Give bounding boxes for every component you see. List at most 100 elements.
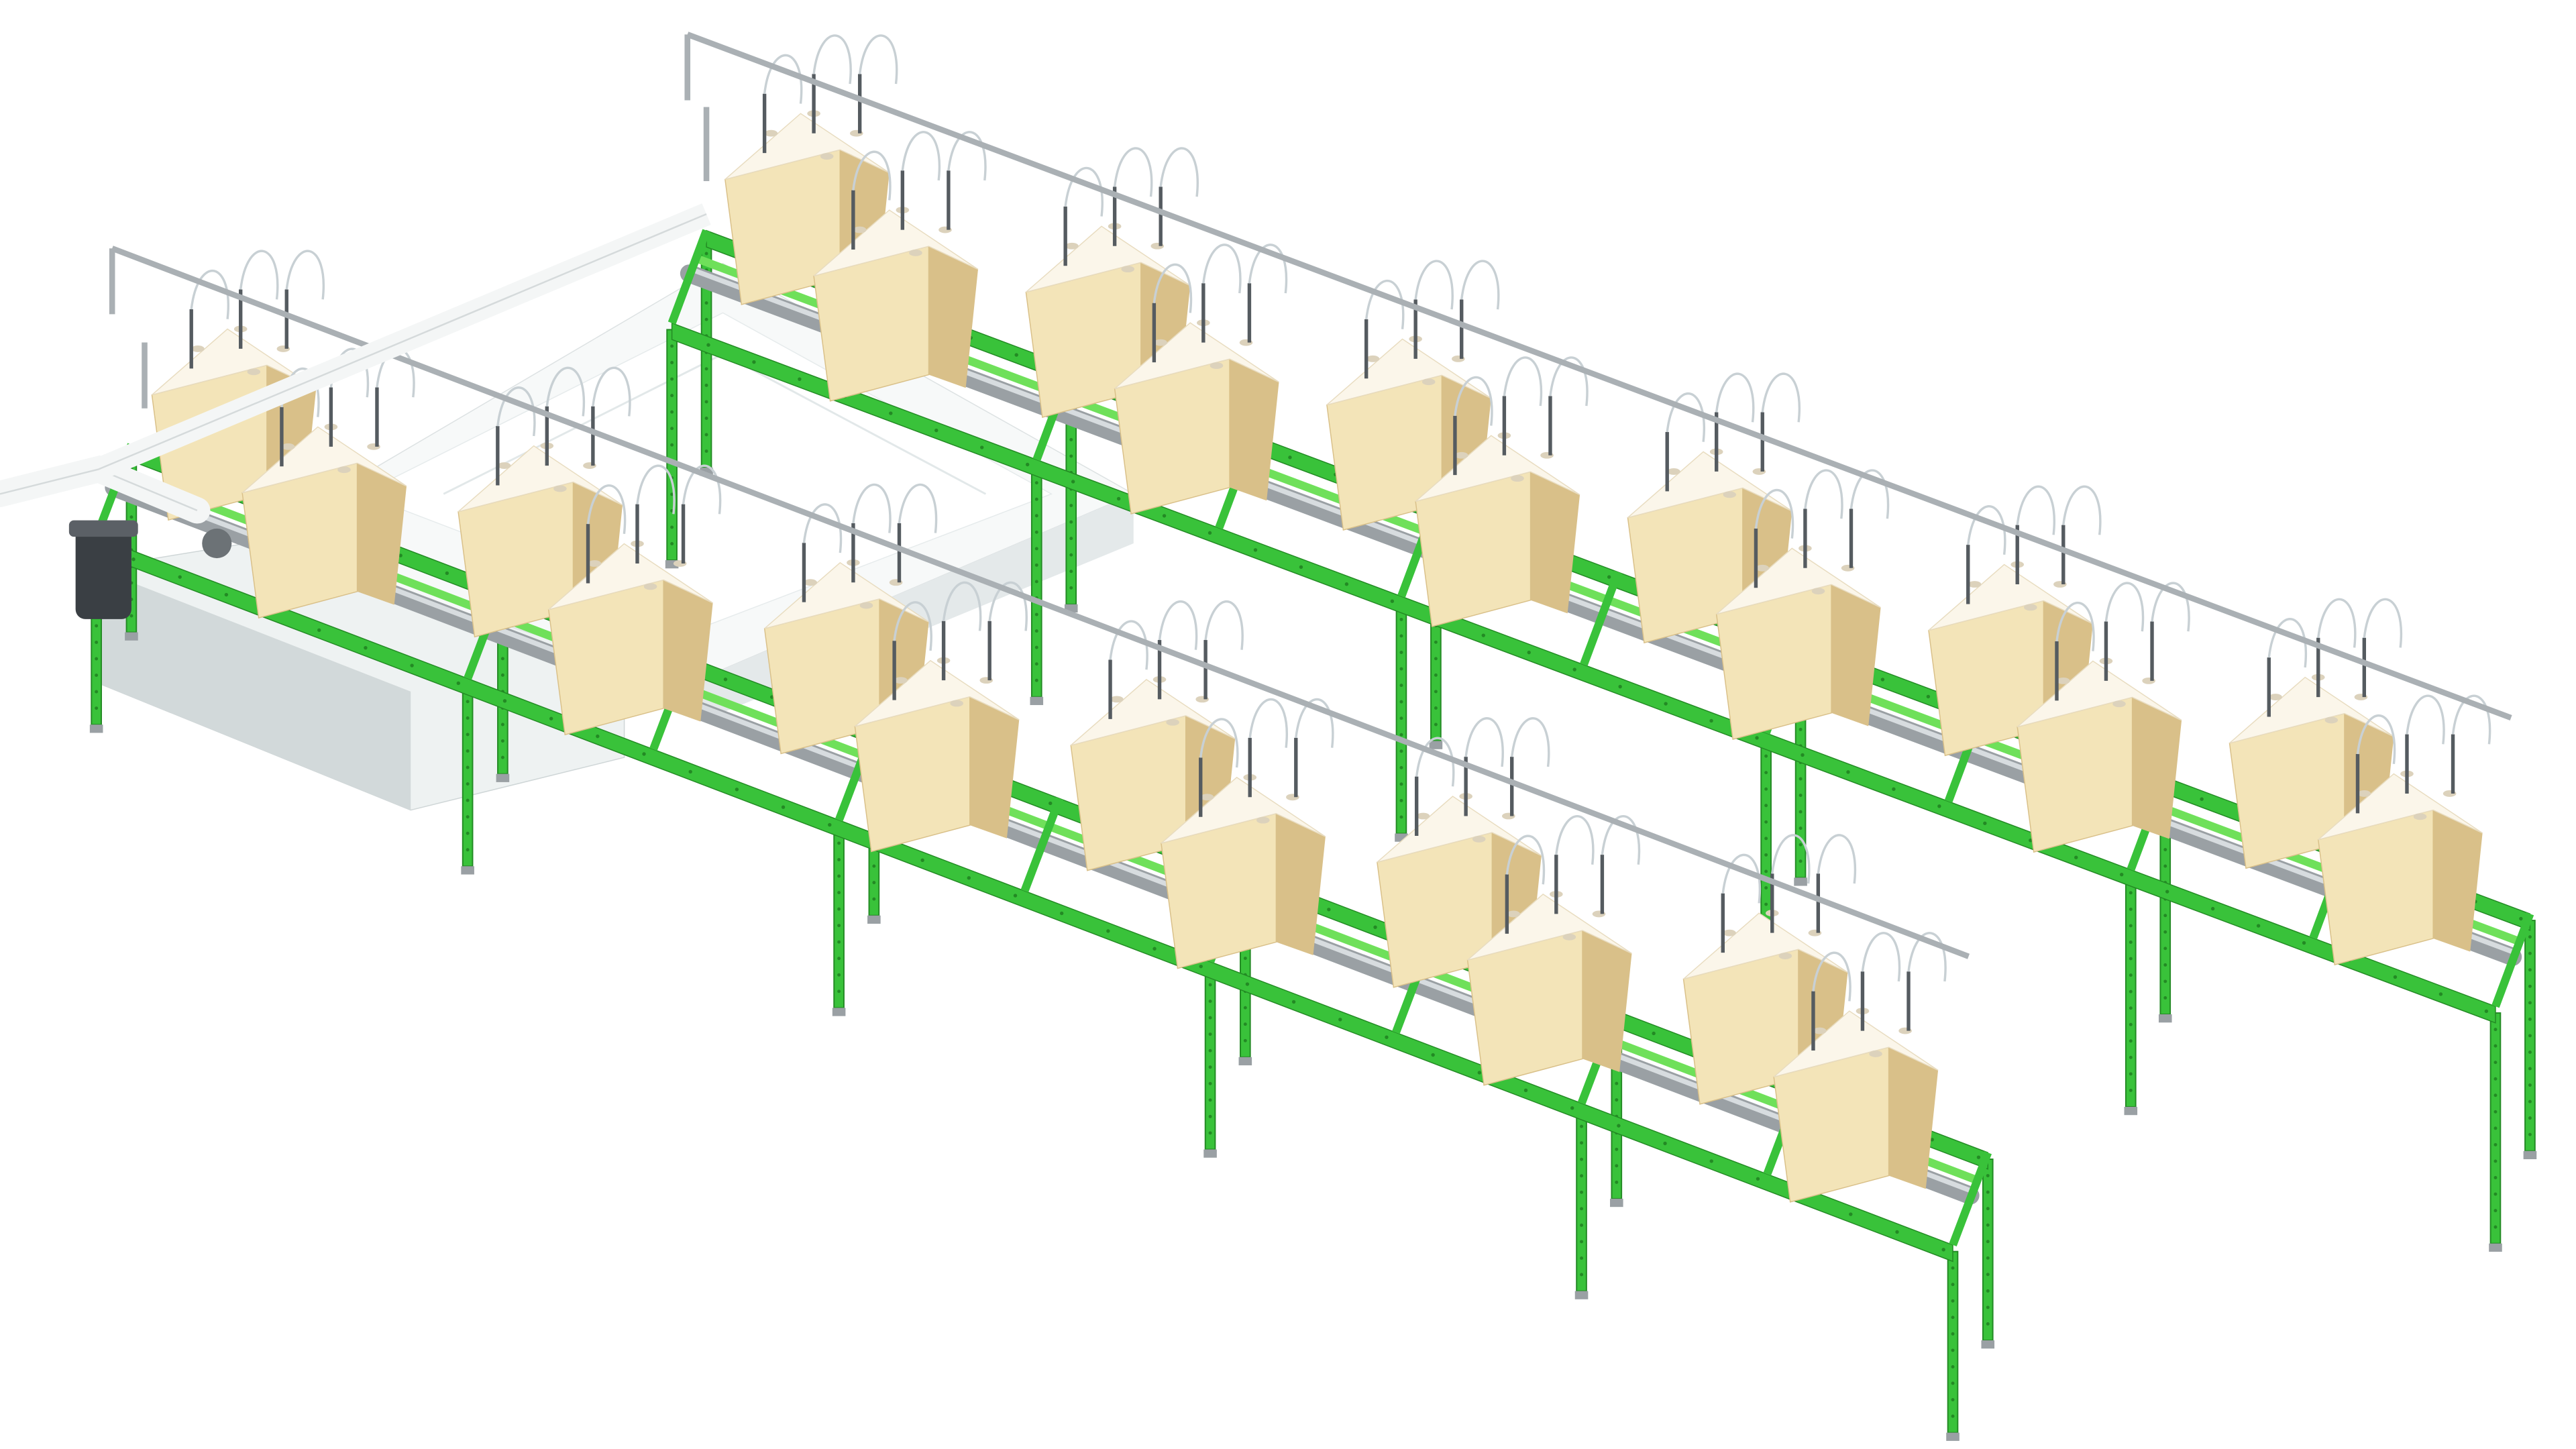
drip-hose [682, 464, 722, 515]
leg-hole [1986, 1273, 1990, 1277]
leg-hole [500, 722, 504, 727]
rail-hole [1926, 694, 1931, 699]
net-pot-hole [1200, 794, 1214, 801]
grow-bucket [547, 464, 722, 736]
leg-hole [1986, 1174, 1990, 1177]
rail-hole [752, 360, 756, 364]
net-pot-hole [859, 602, 873, 609]
rail-hole [456, 681, 460, 686]
leg-hole [2528, 951, 2532, 955]
grow-bucket [1773, 932, 1947, 1203]
leg-hole [1580, 1174, 1583, 1178]
leg-foot [2158, 1014, 2172, 1023]
rail-hole [1895, 1230, 1899, 1234]
drip-hose [1849, 469, 1890, 519]
leg-hole [500, 673, 504, 677]
leg-hole [1951, 1299, 1955, 1303]
drip-hose [285, 250, 325, 300]
leg-hole [129, 515, 133, 519]
leg-hole [670, 427, 674, 431]
leg-hole [2493, 1159, 2498, 1163]
drip-hose [1202, 244, 1242, 294]
rail-hole [1152, 947, 1157, 951]
rail-hole [1709, 1159, 1713, 1163]
drip-hose [1109, 620, 1148, 670]
leg-foot [2124, 1106, 2138, 1116]
leg-hole [1799, 843, 1803, 847]
leg-hole [466, 765, 470, 769]
net-pot-hole [1968, 581, 1982, 588]
leg-hole [1986, 1190, 1990, 1194]
rail-hole [2210, 906, 2215, 911]
drip-hose [1754, 488, 1794, 539]
leg-hole [1399, 798, 1403, 802]
rail-hole [1523, 1088, 1528, 1093]
drip-hose [1907, 932, 1947, 982]
cross-member [1020, 797, 1064, 893]
drip-hose [2062, 485, 2102, 535]
leg-hole [1434, 722, 1438, 727]
leg-hole [670, 542, 674, 545]
net-pot-hole [1723, 491, 1737, 498]
bucket-side [1230, 359, 1279, 501]
drip-hose [1804, 469, 1843, 519]
rail-hole [1664, 702, 1668, 706]
drip-hose [1721, 853, 1762, 904]
leg-hole [466, 749, 470, 753]
frame-leg [1982, 1159, 1994, 1341]
net-pot-hole [1366, 355, 1380, 362]
net-pot-hole [643, 583, 657, 590]
leg-foot [496, 773, 510, 782]
leg-hole [1034, 629, 1038, 633]
rail-hole [317, 628, 321, 632]
front-bench [89, 246, 1995, 1441]
drip-hose [1248, 244, 1288, 294]
leg-hole [670, 525, 674, 529]
bucket-side [2433, 810, 2483, 952]
drip-hose [812, 34, 852, 85]
drip-hose [1159, 147, 1199, 197]
rail-hole [1013, 894, 1018, 898]
leg-hole [670, 443, 674, 447]
drip-hose [1771, 834, 1811, 884]
rail-hole [364, 645, 368, 650]
drip-hose [1464, 717, 1504, 767]
leg-hole [2493, 1093, 2498, 1097]
leg-hole [1951, 1332, 1955, 1336]
leg-hole [2493, 1142, 2498, 1146]
leg-hole [2129, 907, 2133, 911]
drip-hose [190, 270, 229, 319]
leg-hole [872, 864, 876, 868]
leg-hole [1615, 1098, 1619, 1102]
grow-bucket [1161, 698, 1334, 969]
leg-hole [1764, 886, 1768, 890]
leg-hole [2129, 941, 2133, 944]
leg-hole [1615, 1164, 1619, 1168]
drip-hose [1248, 698, 1288, 748]
cross-member [667, 229, 710, 325]
bucket-side [1582, 930, 1632, 1073]
rail-hole [224, 592, 229, 597]
leg-hole [95, 624, 99, 628]
drip-hose [1295, 698, 1334, 748]
leg-hole [1069, 520, 1073, 524]
rail-hole [410, 663, 414, 667]
leg-hole [1034, 563, 1038, 567]
net-pot-hole [337, 466, 351, 474]
rail-hole [398, 553, 402, 557]
leg-hole [2163, 914, 2167, 918]
rail-hole [1327, 908, 1331, 912]
rail-hole [889, 411, 893, 415]
drip-hose [636, 464, 676, 515]
front-row-layer [89, 246, 1995, 1441]
leg-hole [670, 410, 674, 414]
leg-hole [1034, 530, 1038, 534]
leg-hole [2129, 891, 2133, 895]
leg-hole [2493, 1061, 2498, 1065]
leg-hole [1580, 1273, 1583, 1277]
net-pot-hole [2413, 813, 2427, 820]
rail-hole [1253, 548, 1258, 552]
rail-hole [1344, 582, 1349, 586]
leg-hole [1208, 1016, 1212, 1020]
rail-hole [1106, 929, 1110, 933]
